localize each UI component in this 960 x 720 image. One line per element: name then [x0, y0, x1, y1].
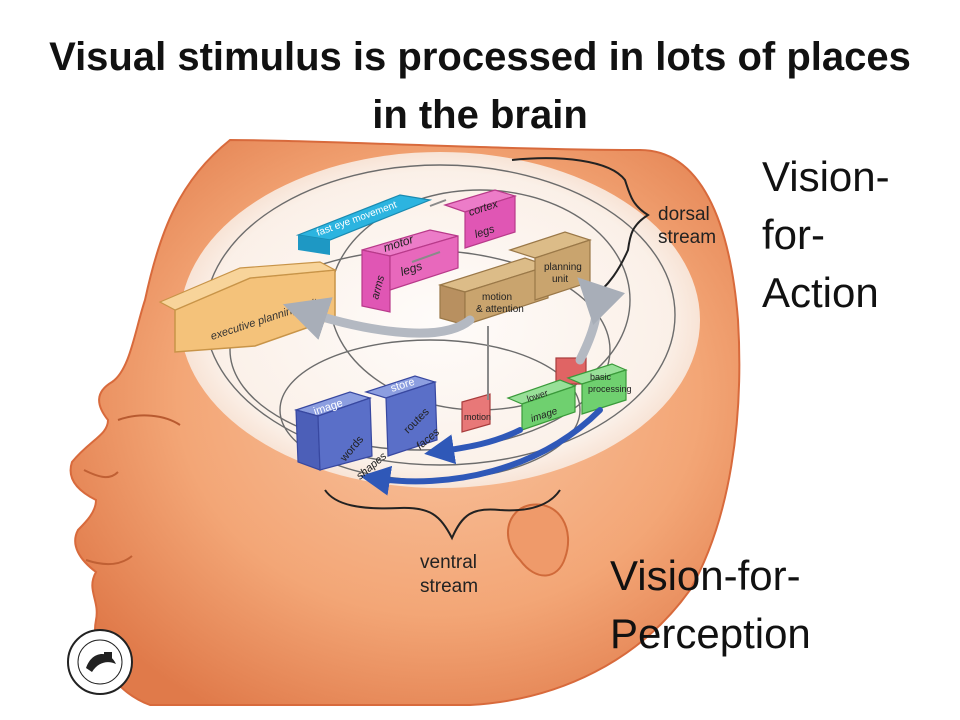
nose-line: [83, 469, 119, 478]
mouth-line: [85, 555, 133, 566]
label-motion-attention: motion & attention: [476, 292, 524, 315]
region-planning-unit: planning unit: [508, 231, 592, 301]
region-basic-processing: basic processing: [566, 363, 632, 415]
dorsal-stream-label: dorsal stream: [658, 204, 716, 248]
region-cortex: cortex legs: [443, 189, 518, 249]
label-attention: & attention: [476, 304, 524, 315]
vision-for-action-line-3: Action: [762, 269, 879, 316]
ventral-word: ventral: [420, 552, 477, 573]
region-image-words: image words: [293, 391, 373, 471]
arrow-faces: [424, 427, 523, 465]
arrow-up-dorsal: [575, 277, 625, 365]
region-motion-attention: motion & attention: [437, 257, 550, 326]
ventral-stream-word: stream: [420, 576, 478, 597]
label-processing: processing: [588, 384, 632, 394]
arrow-to-planning: [282, 297, 475, 340]
blue-arrows: [360, 407, 603, 496]
dorsal-brace: [511, 157, 650, 301]
grey-arrows: [282, 277, 625, 365]
label-unit: unit: [552, 274, 568, 285]
dorsal-stream-word: stream: [658, 227, 716, 248]
vision-for-perception-line-1: Vision-for-: [610, 552, 801, 599]
dorsal-word: dorsal: [658, 204, 710, 225]
label-planning-unit: planning unit: [544, 262, 585, 285]
label-basic-processing: basic processing: [588, 372, 632, 394]
thin-arrows: [411, 199, 489, 400]
ventral-stream-label: ventral stream: [420, 552, 482, 597]
vision-for-action-line-1: Vision-: [762, 153, 890, 200]
label-motion-small: motion: [464, 412, 491, 422]
vision-for-action-label: Vision- for- Action: [762, 148, 952, 322]
region-motor: motor legs arms: [361, 229, 459, 313]
label-legs-motor: legs: [399, 259, 424, 279]
vision-for-action-line-2: for-: [762, 211, 825, 258]
arrow-shapes: [360, 407, 603, 496]
vision-for-perception-line-2: Perception: [610, 610, 811, 657]
ventral-brace: [324, 489, 561, 541]
label-motion: motion: [482, 292, 512, 303]
label-basic: basic: [590, 372, 612, 382]
eye-lid: [117, 414, 181, 426]
seal-logo: [67, 629, 133, 695]
slide-title: Visual stimulus is processed in lots of …: [49, 35, 911, 137]
region-motion-small: motion: [461, 393, 491, 433]
vision-for-perception-label: Vision-for- Perception: [610, 547, 910, 663]
ear: [506, 503, 570, 577]
region-lower-image: lower image: [506, 379, 577, 431]
label-planning: planning: [544, 262, 582, 273]
